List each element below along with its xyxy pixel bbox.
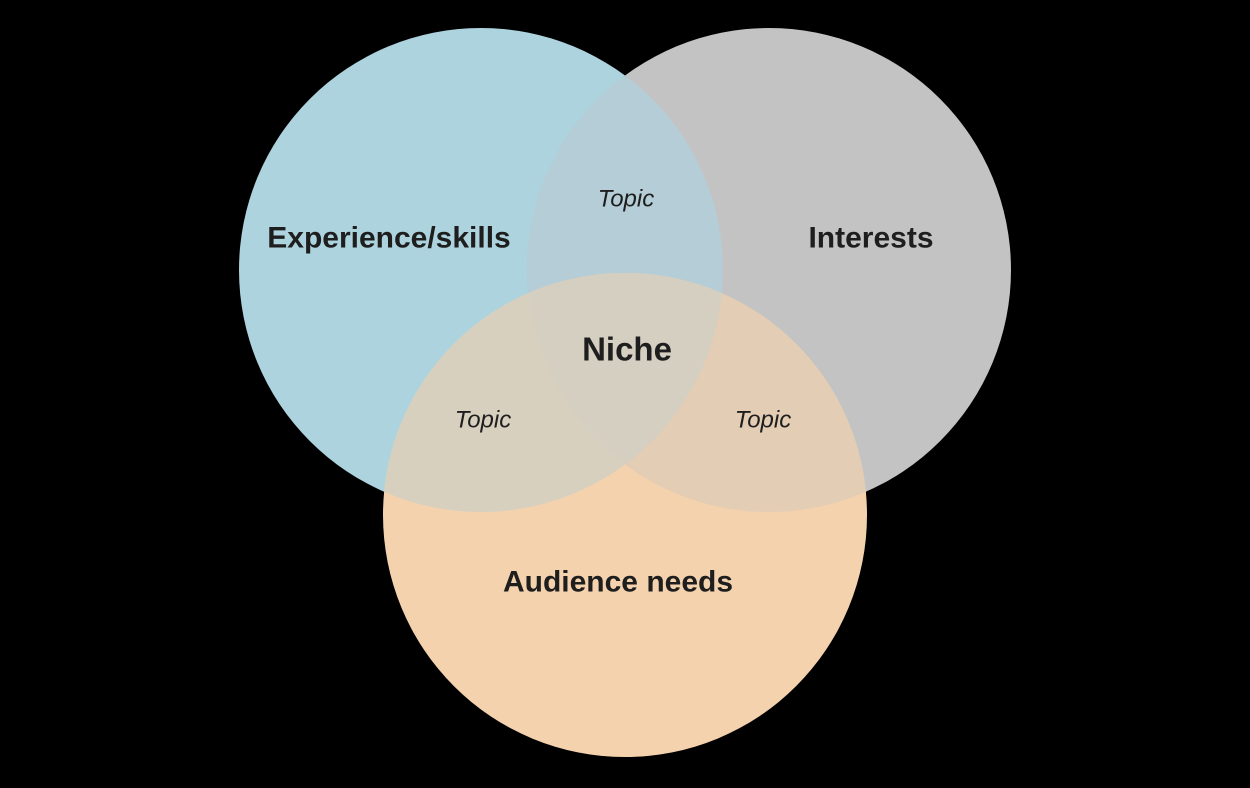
label-topic-right: Topic bbox=[735, 407, 791, 434]
label-topic-top: Topic bbox=[598, 186, 654, 213]
label-experience-skills: Experience/skills bbox=[267, 222, 511, 255]
label-audience-needs: Audience needs bbox=[503, 566, 733, 599]
label-topic-left: Topic bbox=[455, 407, 511, 434]
label-interests: Interests bbox=[808, 222, 933, 255]
label-niche: Niche bbox=[582, 331, 672, 368]
overlap-center-niche bbox=[528, 272, 722, 465]
